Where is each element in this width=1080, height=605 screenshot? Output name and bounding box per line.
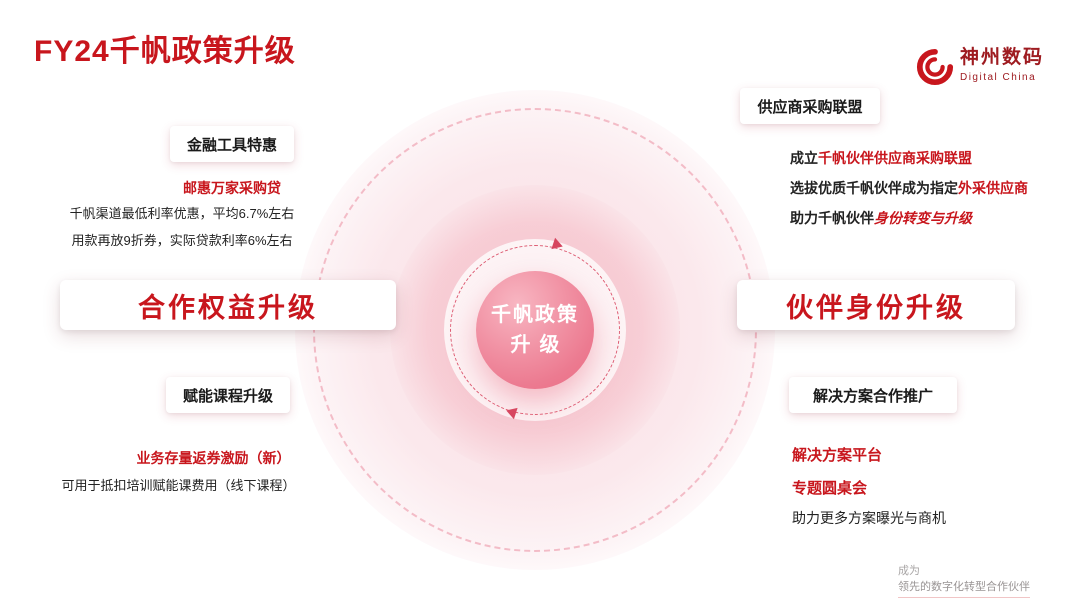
alliance-line-3: 助力千帆伙伴身份转变与升级 <box>790 208 972 228</box>
right-main-upgrade-box: 伙伴身份升级 <box>737 280 1015 330</box>
footer-line2: 领先的数字化转型合作伙伴 <box>898 580 1030 598</box>
brand-subtitle: Digital China <box>959 71 1037 83</box>
footer-line1: 成为 <box>898 565 920 577</box>
alliance-header-box: 供应商采购联盟 <box>740 88 880 124</box>
solution-highlight-2: 专题圆桌会 <box>792 480 868 497</box>
digital-china-logo-icon <box>916 48 954 91</box>
brand-name: 神州数码 <box>959 47 1044 68</box>
brand-logo-text: 神州数码 Digital China <box>959 47 1044 83</box>
alliance-line-2: 选拔优质千帆伙伴成为指定外采供应商 <box>790 178 1028 198</box>
finance-header-box: 金融工具特惠 <box>170 126 294 162</box>
alliance-line-1: 成立千帆伙伴供应商采购联盟 <box>790 148 972 168</box>
finance-detail-line1: 千帆渠道最低利率优惠，平均6.7%左右 <box>69 206 295 221</box>
alliance-line-3-red: 身份转变与升级 <box>874 210 972 226</box>
alliance-line-2-black: 选拔优质千帆伙伴成为指定 <box>790 180 958 196</box>
finance-detail-line2: 用款再放9折券，实际贷款利率6%左右 <box>71 233 293 248</box>
left-main-upgrade-box: 合作权益升级 <box>60 280 396 330</box>
cycle-dashed-circle <box>450 245 620 415</box>
solution-highlight-1: 解决方案平台 <box>792 447 883 464</box>
center-topic-ball: 千帆政策 升级 <box>476 271 594 389</box>
finance-highlight: 邮惠万家采购贷 <box>183 180 281 196</box>
course-highlight: 业务存量返券激励（新） <box>136 450 291 466</box>
alliance-line-2-red: 外采供应商 <box>958 180 1028 196</box>
center-topic-line2: 升级 <box>510 334 569 356</box>
outer-dashed-circle <box>313 108 757 552</box>
course-note: 可用于抵扣培训赋能课费用（线下课程） <box>61 478 296 493</box>
brand-logo: 神州数码 Digital China <box>916 47 1044 91</box>
alliance-line-1-black: 成立 <box>790 150 818 166</box>
solution-note: 助力更多方案曝光与商机 <box>792 510 946 526</box>
page-title: FY24千帆政策升级 <box>34 35 296 68</box>
alliance-line-1-red: 千帆伙伴供应商采购联盟 <box>818 150 972 166</box>
course-header-box: 赋能课程升级 <box>166 377 290 413</box>
solution-header-box: 解决方案合作推广 <box>789 377 957 413</box>
alliance-line-3-black: 助力千帆伙伴 <box>790 210 874 226</box>
center-topic-line1: 千帆政策 <box>491 304 579 326</box>
footer-watermark: 成为 领先的数字化转型合作伙伴 <box>898 564 1030 598</box>
